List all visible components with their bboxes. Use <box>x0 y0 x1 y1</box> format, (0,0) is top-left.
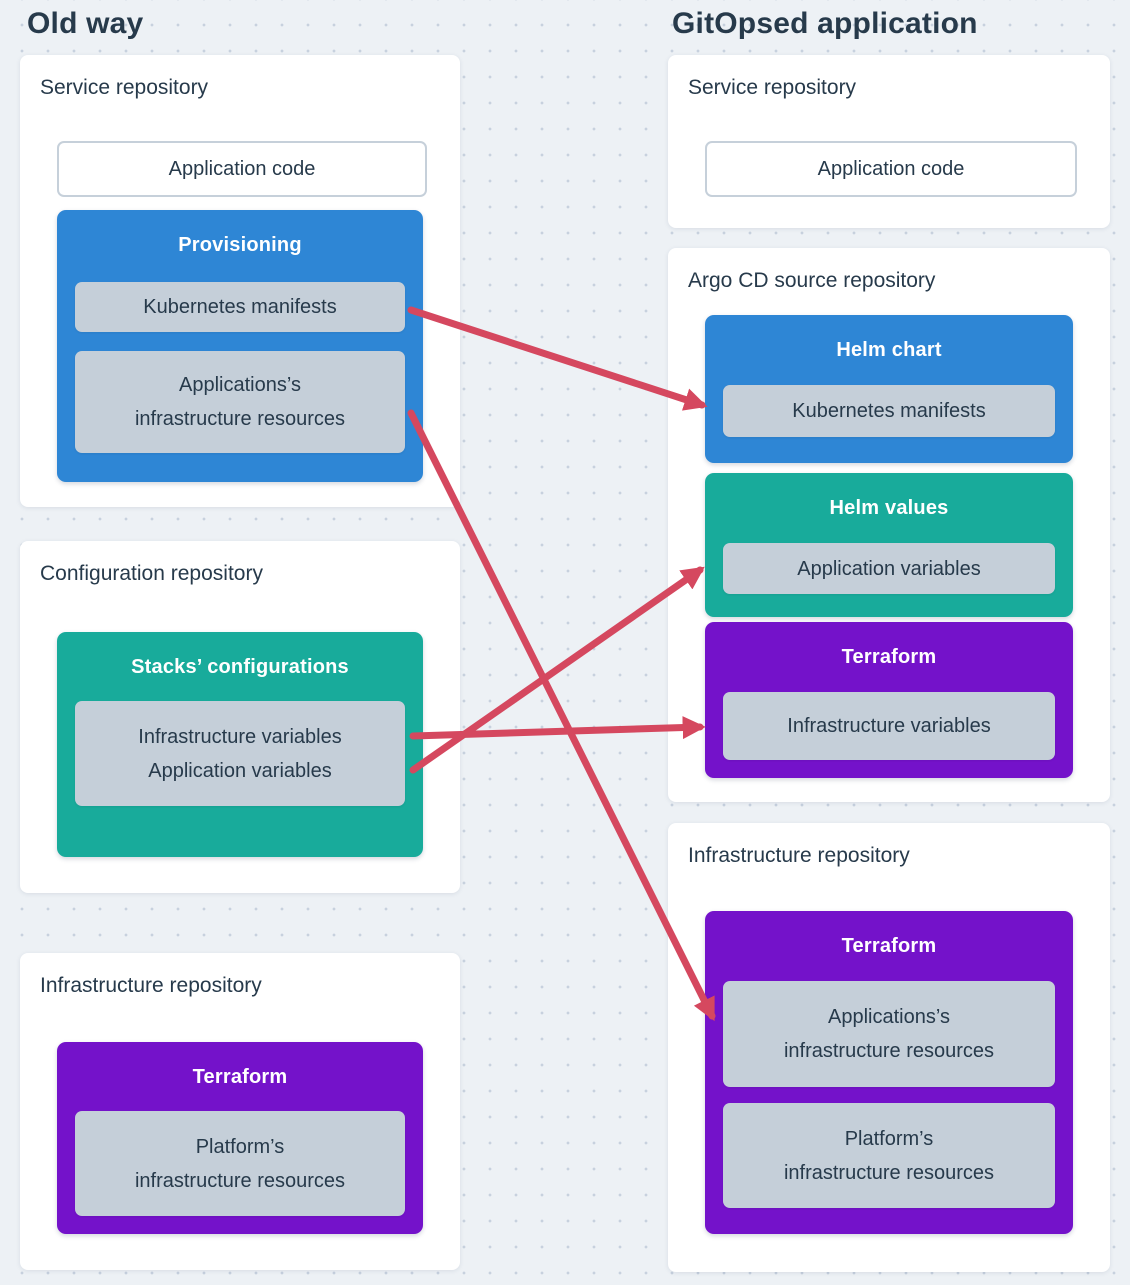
infrastructure-variables-item: Infrastructure variables <box>723 692 1055 760</box>
group-title: Terraform <box>841 646 937 668</box>
group-title: Helm chart <box>836 339 942 361</box>
platform-infrastructure-resources-item: Platform’s infrastructure resources <box>75 1111 405 1216</box>
kubernetes-manifests-item: Kubernetes manifests <box>75 282 405 332</box>
old-way-title: Old way <box>27 7 144 40</box>
card-new-infrastructure-repository: Infrastructure repository Terraform Appl… <box>668 823 1110 1272</box>
terraform-variables-group: Terraform Infrastructure variables <box>705 622 1073 778</box>
platform-infrastructure-resources-item: Platform’s infrastructure resources <box>723 1103 1055 1208</box>
terraform-resources-group: Terraform Applications’s infrastructure … <box>705 911 1073 1234</box>
terraform-group-old: Terraform Platform’s infrastructure reso… <box>57 1042 423 1234</box>
card-argo-cd-source-repository: Argo CD source repository Helm chart Kub… <box>668 248 1110 802</box>
card-new-service-repository: Service repository Application code <box>668 55 1110 228</box>
applications-infrastructure-resources-item: Applications’s infrastructure resources <box>75 351 405 453</box>
kubernetes-manifests-item: Kubernetes manifests <box>723 385 1055 437</box>
helm-chart-group: Helm chart Kubernetes manifests <box>705 315 1073 463</box>
card-old-configuration-repository: Configuration repository Stacks’ configu… <box>20 541 460 893</box>
card-label: Infrastructure repository <box>688 844 910 867</box>
provisioning-group: Provisioning Kubernetes manifests Applic… <box>57 210 423 482</box>
application-variables-item: Application variables <box>723 543 1055 594</box>
group-title: Stacks’ configurations <box>131 656 349 678</box>
group-title: Provisioning <box>178 234 302 256</box>
stacks-configurations-group: Stacks’ configurations Infrastructure va… <box>57 632 423 857</box>
applications-infrastructure-resources-item: Applications’s infrastructure resources <box>723 981 1055 1087</box>
infrastructure-application-variables-item: Infrastructure variables Application var… <box>75 701 405 806</box>
group-title: Terraform <box>192 1066 288 1088</box>
card-label: Configuration repository <box>40 562 263 585</box>
group-title: Terraform <box>841 935 937 957</box>
card-label: Service repository <box>688 76 857 99</box>
card-old-service-repository: Service repository Application code Prov… <box>20 55 460 507</box>
card-label: Infrastructure repository <box>40 974 262 997</box>
card-label: Service repository <box>40 76 209 99</box>
application-code-box: Application code <box>57 141 427 197</box>
helm-values-group: Helm values Application variables <box>705 473 1073 617</box>
card-old-infrastructure-repository: Infrastructure repository Terraform Plat… <box>20 953 460 1270</box>
application-code-box: Application code <box>705 141 1077 197</box>
group-title: Helm values <box>829 497 949 519</box>
card-label: Argo CD source repository <box>688 269 936 292</box>
gitopsed-application-title: GitOpsed application <box>672 7 978 40</box>
